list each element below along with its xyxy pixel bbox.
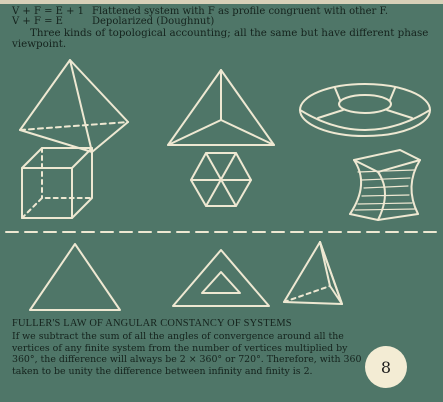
top-edge-strip xyxy=(0,0,443,4)
formula-list: V + F = E + 1 Flattened system with F as… xyxy=(12,7,437,27)
tetrahedron-figure xyxy=(19,59,129,153)
formula-description: Depolarized (Doughnut) xyxy=(92,16,215,27)
hexagon-figure xyxy=(190,152,252,207)
hyperboloid-cube-figure xyxy=(349,149,421,221)
flattened-tetrahedron-figure xyxy=(167,69,275,146)
law-body: If we subtract the sum of all the angles… xyxy=(12,331,362,377)
formula-row-flattened: V + F = E + 1 Flattened system with F as… xyxy=(12,7,437,17)
torus-figure xyxy=(299,83,431,137)
formula-equation: V + F = E xyxy=(12,16,63,27)
triangle-figure xyxy=(29,243,121,311)
nested-triangle-figure xyxy=(172,249,270,307)
formula-row-depolarized: V + F = E Depolarized (Doughnut) xyxy=(12,17,437,27)
law-section: FULLER'S LAW OF ANGULAR CONSTANCY OF SYS… xyxy=(12,318,372,377)
formula-description: Flattened system with F as profile congr… xyxy=(92,6,389,17)
page-number-badge: 8 xyxy=(365,346,407,388)
intro-paragraph: Three kinds of topological accounting; a… xyxy=(12,27,429,50)
formula-equation: V + F = E + 1 xyxy=(12,6,85,17)
cube-figure xyxy=(21,147,93,219)
law-title: FULLER'S LAW OF ANGULAR CONSTANCY OF SYS… xyxy=(12,318,292,329)
tetrahedron-variant-figure xyxy=(283,241,343,305)
